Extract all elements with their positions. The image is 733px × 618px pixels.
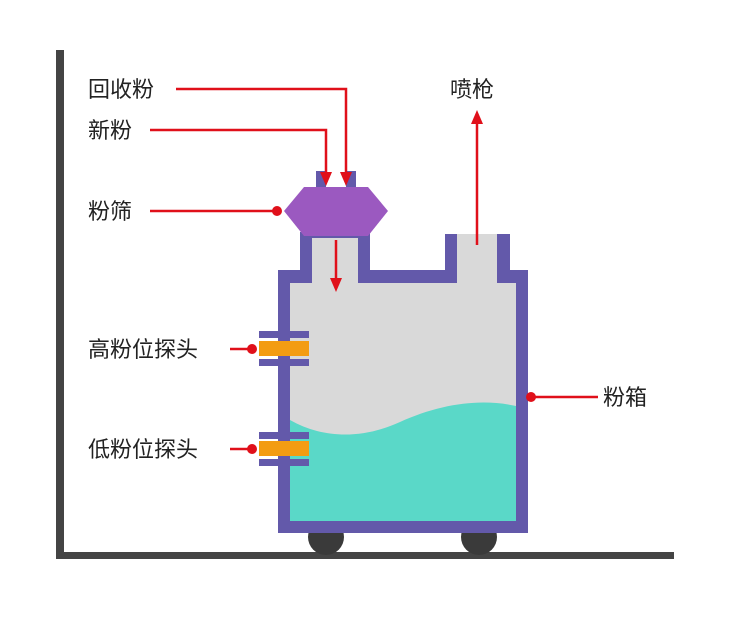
spray-gun-arrowhead (471, 110, 483, 124)
label-spray-gun: 喷枪 (450, 78, 494, 103)
recycled-powder-line (176, 87, 348, 174)
label-new-powder: 新粉 (88, 119, 132, 144)
sieve-inlet-left (316, 171, 326, 187)
vertical-wall-line (56, 50, 64, 558)
floor-line (56, 552, 674, 559)
high-probe-dot (247, 344, 257, 354)
label-powder-sieve: 粉筛 (88, 200, 132, 225)
sieve-inlet-right (346, 171, 356, 187)
label-high-level-probe: 高粉位探头 (88, 338, 198, 363)
new-powder-line (150, 128, 328, 174)
sieve-to-box-arrowhead (330, 278, 342, 292)
powder-fill (290, 402, 516, 521)
powder-sieve-shape (284, 187, 388, 236)
low-probe-dot (247, 444, 257, 454)
powder-box-dot (526, 392, 536, 402)
low-level-probe (259, 432, 309, 466)
new-powder-arrowhead (320, 172, 332, 186)
high-level-probe (259, 331, 309, 366)
sieve-dot (272, 206, 282, 216)
label-powder-box: 粉箱 (603, 386, 647, 411)
label-recycled-powder: 回收粉 (88, 78, 154, 103)
recycled-powder-arrowhead (340, 172, 352, 186)
label-low-level-probe: 低粉位探头 (88, 438, 198, 463)
